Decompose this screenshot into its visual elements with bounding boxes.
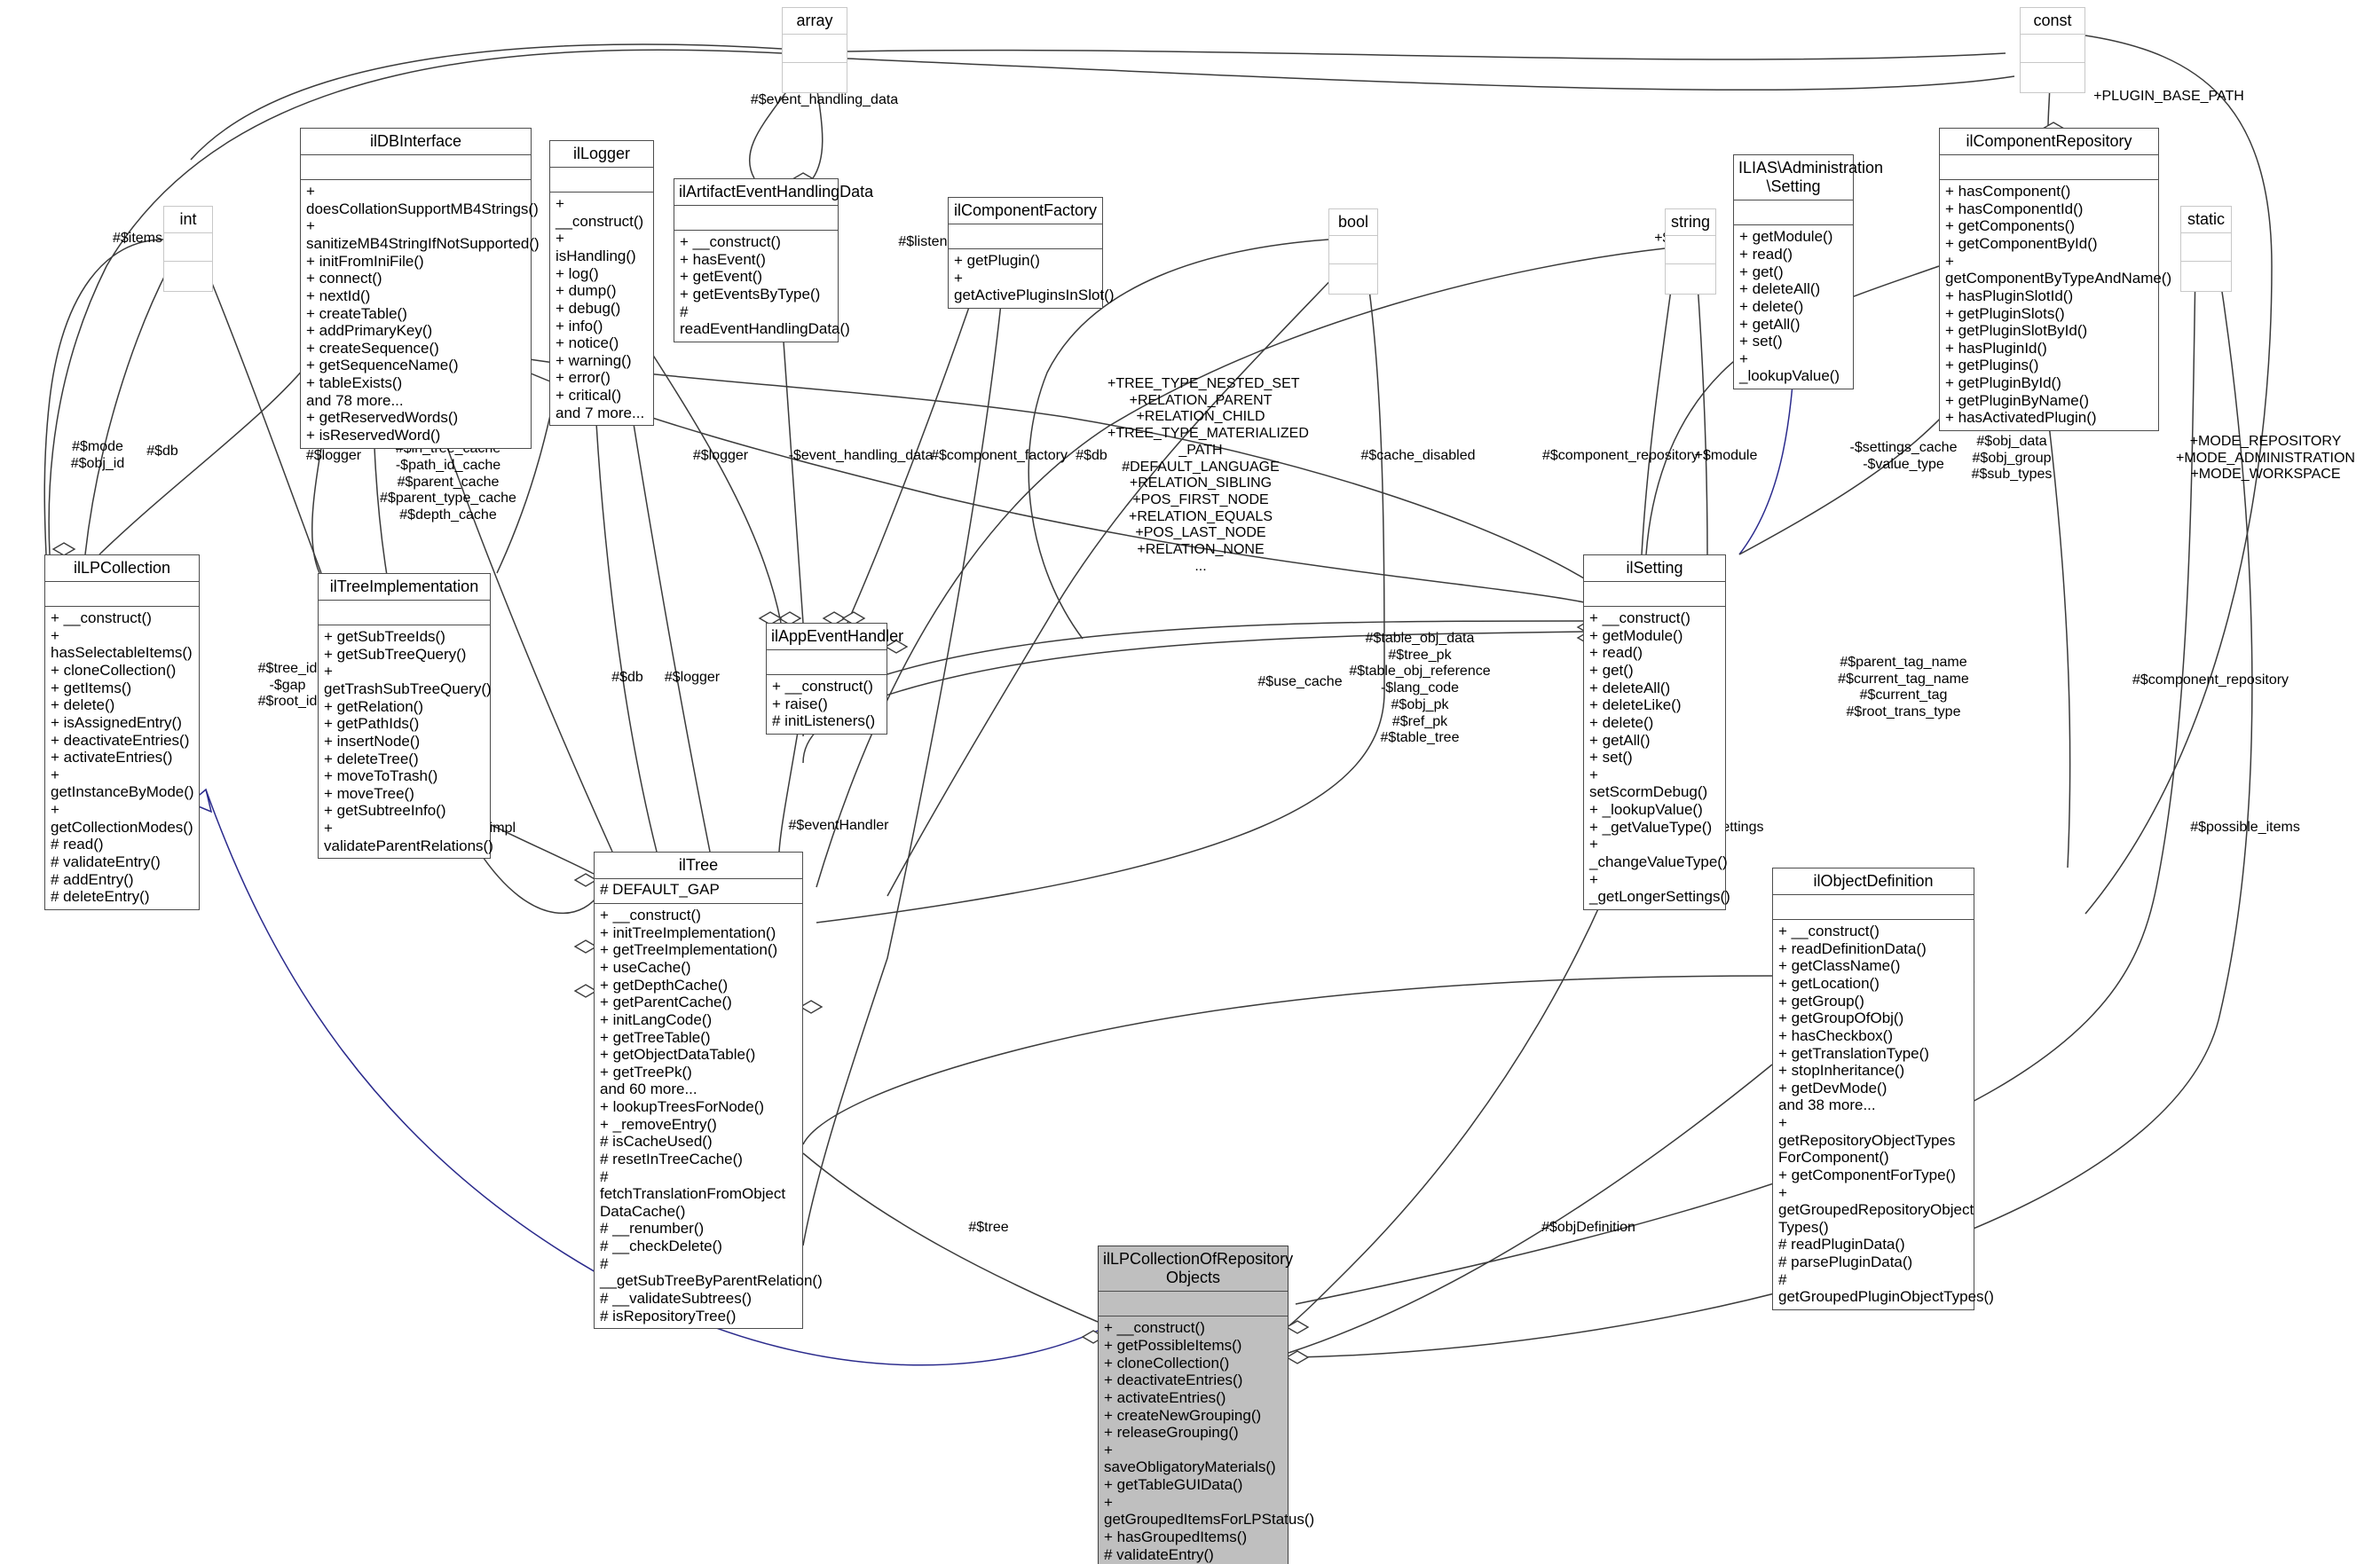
- class-node-attributes: [164, 233, 212, 263]
- class-node-iltree[interactable]: ilTree# DEFAULT_GAP+ __construct() + ini…: [594, 852, 823, 1330]
- edge-label-lbl-db-left: #$db: [146, 444, 178, 459]
- class-node-operations: [2181, 262, 2231, 291]
- class-node-operations: + getModule() + read() + get() + deleteA…: [1739, 228, 1840, 385]
- class-node-ilartifacteventhandlingdata[interactable]: ilArtifactEventHandlingData + __construct…: [674, 178, 873, 342]
- class-node-ilcomponentfactory[interactable]: ilComponentFactory + getPlugin() + getAct…: [948, 197, 1115, 310]
- edge-label-lbl-treeid-gap-rootid: #$tree_id -$gap #$root_id: [257, 661, 318, 710]
- edge-label-lbl-obj-data-group: #$obj_data #$obj_group #$sub_types: [1971, 434, 2053, 483]
- class-node-operations: + __construct() + initTreeImplementation…: [600, 907, 823, 1324]
- edge-label-lbl-plugin-base-path: +PLUGIN_BASE_PATH: [2093, 89, 2244, 104]
- class-node-attributes: [45, 582, 199, 608]
- class-node-operations: + __construct() + getModule() + read() +…: [1589, 609, 1730, 906]
- class-node-bool[interactable]: bool: [1328, 208, 1378, 295]
- class-node-title: bool: [1329, 209, 1377, 237]
- class-node-operations: + __construct() + raise() # initListener…: [772, 678, 876, 730]
- edge-label-lbl-tree: #$tree: [968, 1220, 1009, 1235]
- class-node-attributes: [301, 155, 531, 181]
- class-node-operations: + hasComponent() + hasComponentId() + ge…: [1945, 183, 2172, 427]
- class-node-operations: + __construct() + hasEvent() + getEvent(…: [680, 233, 850, 338]
- class-node-attributes: [1940, 155, 2158, 181]
- class-node-title: string: [1666, 209, 1715, 237]
- class-node-attributes: [2021, 35, 2084, 64]
- class-node-title: ilTreeImplementation: [319, 574, 490, 601]
- class-node-title: int: [164, 207, 212, 234]
- class-node-operations: [2021, 63, 2084, 92]
- class-node-title: const: [2021, 8, 2084, 35]
- class-node-attributes: [1773, 895, 1974, 921]
- class-node-static[interactable]: static: [2180, 206, 2232, 293]
- class-node-title: ilObjectDefinition: [1773, 868, 1974, 896]
- edge-label-lbl-obj-definition: #$objDefinition: [1541, 1220, 1635, 1235]
- class-node-title: ilAppEventHandler: [767, 624, 903, 651]
- class-node-operations: + getSubTreeIds() + getSubTreeQuery() + …: [324, 628, 493, 854]
- class-node-operations: + doesCollationSupportMB4Strings() + san…: [306, 183, 540, 444]
- edge-label-lbl-listener: #$listener: [898, 234, 960, 249]
- class-node-title: ilLPCollection: [45, 555, 199, 583]
- class-node-const[interactable]: const: [2020, 7, 2085, 94]
- class-node-iliasadministrationsetting[interactable]: ILIAS\Administration \Setting + getModule…: [1733, 154, 1883, 390]
- class-node-illogger[interactable]: ilLogger + __construct() + isHandling() +…: [549, 140, 654, 427]
- edge-label-lbl-logger-tree: #$logger: [664, 670, 721, 685]
- edge-label-lbl-module: +$module: [1694, 448, 1758, 463]
- class-node-title: ILIAS\Administration \Setting: [1734, 155, 1883, 201]
- class-node-operations: + __construct() + getPossibleItems() + c…: [1104, 1319, 1315, 1564]
- class-node-attributes: [1734, 200, 1853, 226]
- class-node-string[interactable]: string: [1665, 208, 1716, 295]
- class-node-attributes: # DEFAULT_GAP: [595, 879, 802, 905]
- edge-label-lbl-cache-disabled: #$cache_disabled: [1360, 448, 1476, 463]
- class-node-attributes: [1666, 236, 1715, 265]
- class-node-operations: + getPlugin() + getActivePluginsInSlot(): [954, 252, 1115, 304]
- class-node-title: ilArtifactEventHandlingData: [674, 179, 873, 207]
- class-node-operations: [1666, 264, 1715, 294]
- class-node-title: ilSetting: [1584, 555, 1725, 583]
- class-node-operations: + __construct() + isHandling() + log() +…: [556, 195, 645, 421]
- class-node-ildbinterface[interactable]: ilDBInterface + doesCollationSupportMB4St…: [300, 128, 540, 449]
- class-node-ilsetting[interactable]: ilSetting + __construct() + getModule() +…: [1583, 554, 1730, 910]
- edge-label-lbl-parent-tag: #$parent_tag_name #$current_tag_name #$c…: [1838, 655, 1969, 720]
- edge-label-lbl-logger-mid: #$logger: [692, 448, 749, 463]
- class-node-ilappeventhandler[interactable]: ilAppEventHandler + __construct() + raise…: [766, 623, 903, 735]
- class-node-attributes: [783, 35, 847, 64]
- class-node-attributes: [1584, 582, 1725, 608]
- class-node-array[interactable]: array: [782, 7, 847, 94]
- edge-label-lbl-possible-items: #$possible_items: [2190, 820, 2300, 835]
- class-node-ilobjectdefinition[interactable]: ilObjectDefinition + __construct() + read…: [1772, 868, 1994, 1310]
- edge-label-lbl-event-handler: #$eventHandler: [788, 818, 889, 833]
- class-node-title: ilLPCollectionOfRepository Objects: [1099, 1246, 1293, 1293]
- class-node-operations: [164, 262, 212, 291]
- class-node-attributes: [949, 224, 1102, 250]
- class-node-operations: + __construct() + readDefinitionData() +…: [1778, 923, 1994, 1306]
- edge-label-lbl-event-handling-data-top: #$event_handling_data: [750, 92, 899, 107]
- class-node-title: ilTree: [595, 853, 802, 880]
- class-node-attributes: [674, 206, 838, 232]
- class-node-attributes: [1329, 236, 1377, 265]
- edge-label-lbl-smode-objid: #$mode #$obj_id: [70, 439, 125, 471]
- edge-label-lbl-modes: +MODE_REPOSITORY +MODE_ADMINISTRATION +M…: [2176, 434, 2355, 483]
- class-node-illpcollectionofrepositoryobjects[interactable]: ilLPCollectionOfRepository Objects + __co…: [1098, 1246, 1315, 1564]
- class-node-operations: [783, 63, 847, 92]
- class-node-attributes: [2181, 233, 2231, 263]
- class-node-attributes: [767, 650, 887, 676]
- class-node-operations: [1329, 264, 1377, 294]
- class-node-ilcomponentrepository[interactable]: ilComponentRepository + hasComponent() + …: [1939, 128, 2172, 431]
- class-node-title: array: [783, 8, 847, 35]
- class-node-int[interactable]: int: [163, 206, 213, 293]
- edge-label-lbl-component-repository-right: #$component_repository: [2132, 672, 2289, 688]
- class-node-title: ilLogger: [550, 141, 653, 169]
- class-node-title: ilDBInterface: [301, 129, 531, 156]
- class-node-operations: + __construct() + hasSelectableItems() +…: [51, 609, 194, 906]
- edge-label-lbl-use-cache: #$use_cache: [1257, 674, 1343, 689]
- class-node-title: ilComponentFactory: [949, 198, 1102, 225]
- class-node-title: static: [2181, 207, 2231, 234]
- class-node-iltreeimplementation[interactable]: ilTreeImplementation + getSubTreeIds() + …: [318, 573, 493, 860]
- edge-label-lbl-tree-consts: +TREE_TYPE_NESTED_SET +RELATION_PARENT +…: [1107, 376, 1309, 574]
- class-node-title: ilComponentRepository: [1940, 129, 2158, 156]
- class-node-attributes: [550, 168, 653, 193]
- class-node-attributes: [319, 601, 490, 626]
- class-node-illpcollection[interactable]: ilLPCollection + __construct() + hasSelec…: [44, 554, 200, 910]
- class-node-attributes: [1099, 1292, 1288, 1317]
